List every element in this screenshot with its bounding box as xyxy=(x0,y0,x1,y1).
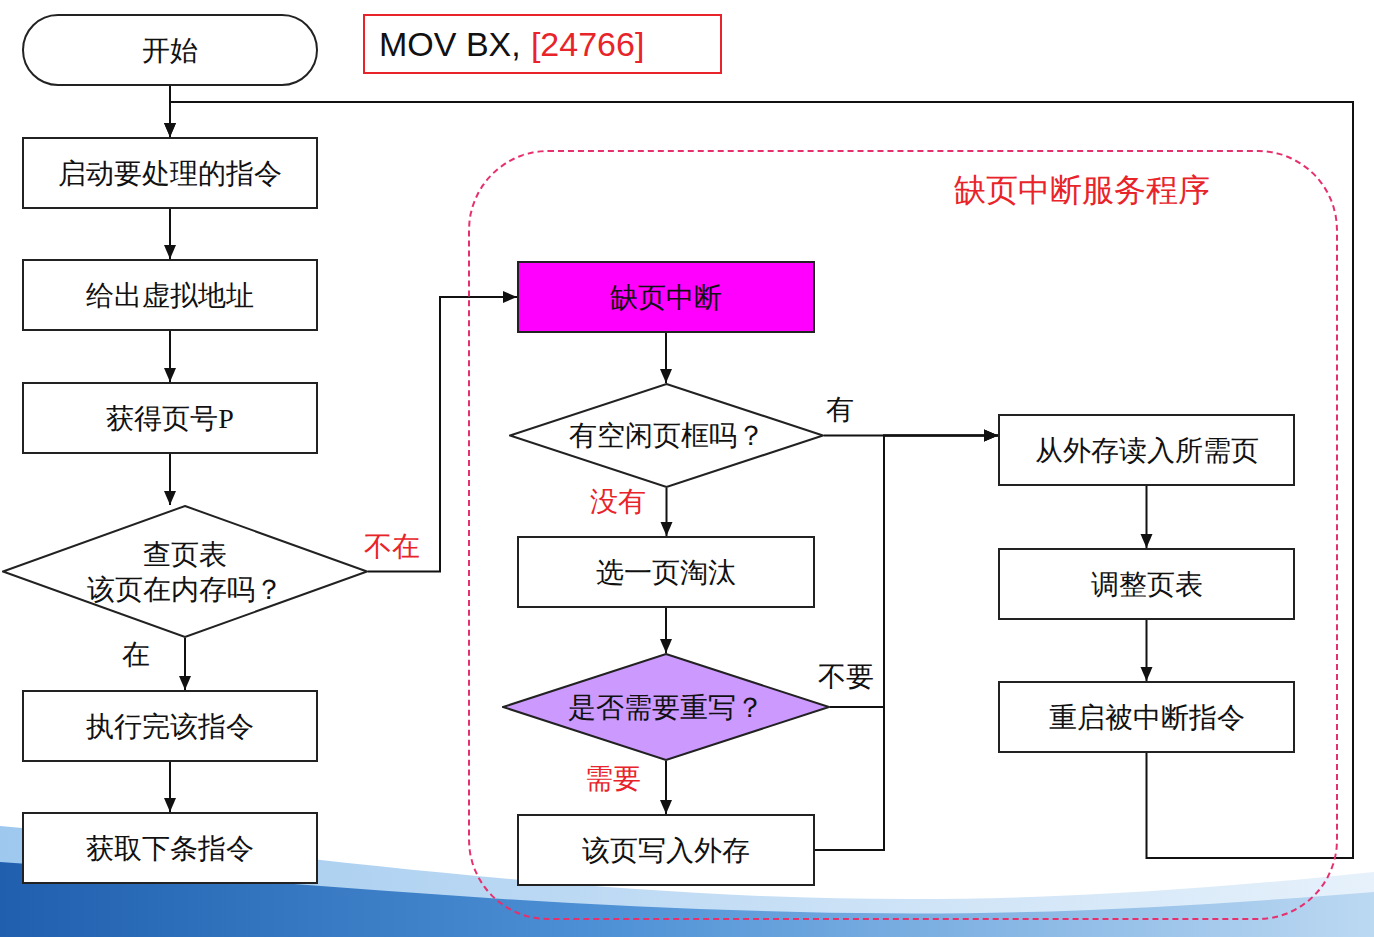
diamond-shape xyxy=(510,384,823,487)
node-text: 执行完该指令 xyxy=(86,709,254,744)
flow-arrow xyxy=(665,333,667,383)
flow-arrow xyxy=(368,297,517,572)
edge-label: 不要 xyxy=(818,660,874,694)
node-text: 开始 xyxy=(142,33,198,68)
node-text: 获得页号P xyxy=(106,401,234,436)
flow-arrow xyxy=(1146,486,1148,548)
process-box: 获得页号P xyxy=(22,382,318,454)
node-text: 缺页中断 xyxy=(610,280,722,315)
decision-diamond: 是否需要重写？ xyxy=(502,653,830,761)
interrupt-routine-region: 缺页中断服务程序缺页中断有空闲页框吗？ 选一页淘汰是否需要重写？ 该页写入外存 从外存… xyxy=(468,150,1338,920)
node-text: 从外存读入所需页 xyxy=(1035,433,1259,468)
node-text: 重启被中断指令 xyxy=(1049,700,1245,735)
flow-arrow xyxy=(169,454,171,505)
process-box: 重启被中断指令 xyxy=(998,681,1295,753)
edge-label: 没有 xyxy=(590,485,646,519)
flow-arrow xyxy=(169,331,171,382)
process-box: 启动要处理的指令 xyxy=(22,137,318,209)
decision-diamond: 有空闲页框吗？ xyxy=(509,383,824,488)
flow-arrow xyxy=(665,608,667,653)
node-text: 调整页表 xyxy=(1091,567,1203,602)
edge-label: 在 xyxy=(122,638,150,672)
node-text: [24766] xyxy=(531,23,644,66)
process-box: 执行完该指令 xyxy=(22,690,318,762)
process-box: 获取下条指令 xyxy=(22,812,318,884)
edge-label: 需要 xyxy=(585,762,641,796)
edge-label: 不在 xyxy=(364,530,420,564)
flow-arrow xyxy=(184,638,186,690)
process-box: 从外存读入所需页 xyxy=(998,414,1295,486)
node-text: 启动要处理的指令 xyxy=(58,156,282,191)
node-text: 是否需要重写？ xyxy=(531,690,801,725)
process-box: 选一页淘汰 xyxy=(517,536,815,608)
instruction-callout: MOV BX,[24766] xyxy=(363,14,722,74)
node-text: MOV BX, xyxy=(379,23,521,66)
node-text: 获取下条指令 xyxy=(86,831,254,866)
flow-arrow xyxy=(665,761,667,814)
edge-label: 有 xyxy=(826,393,854,427)
node-text: 选一页淘汰 xyxy=(596,555,736,590)
flow-arrow xyxy=(1146,620,1148,681)
flow-arrow xyxy=(815,436,998,851)
node-text: 查页表 该页在内存吗？ xyxy=(60,537,310,607)
flow-arrow xyxy=(170,102,1353,858)
diamond-shape xyxy=(503,654,829,760)
interrupt-box: 缺页中断 xyxy=(517,261,815,333)
process-box: 调整页表 xyxy=(998,548,1295,620)
process-box: 给出虚拟地址 xyxy=(22,259,318,331)
node-text: 该页写入外存 xyxy=(582,833,750,868)
region-title: 缺页中断服务程序 xyxy=(954,170,1210,210)
diamond-outline xyxy=(2,505,368,638)
flow-arrow xyxy=(169,209,171,259)
node-text: 有空闲页框吗？ xyxy=(537,418,797,453)
diamond-shape xyxy=(3,506,367,637)
flow-arrow xyxy=(169,762,171,812)
node-text: 给出虚拟地址 xyxy=(86,278,254,313)
flow-arrow xyxy=(666,488,668,536)
start-terminal: 开始 xyxy=(22,14,318,86)
decision-diamond: 查页表 该页在内存吗？ xyxy=(2,505,368,638)
process-box: 该页写入外存 xyxy=(517,814,815,886)
